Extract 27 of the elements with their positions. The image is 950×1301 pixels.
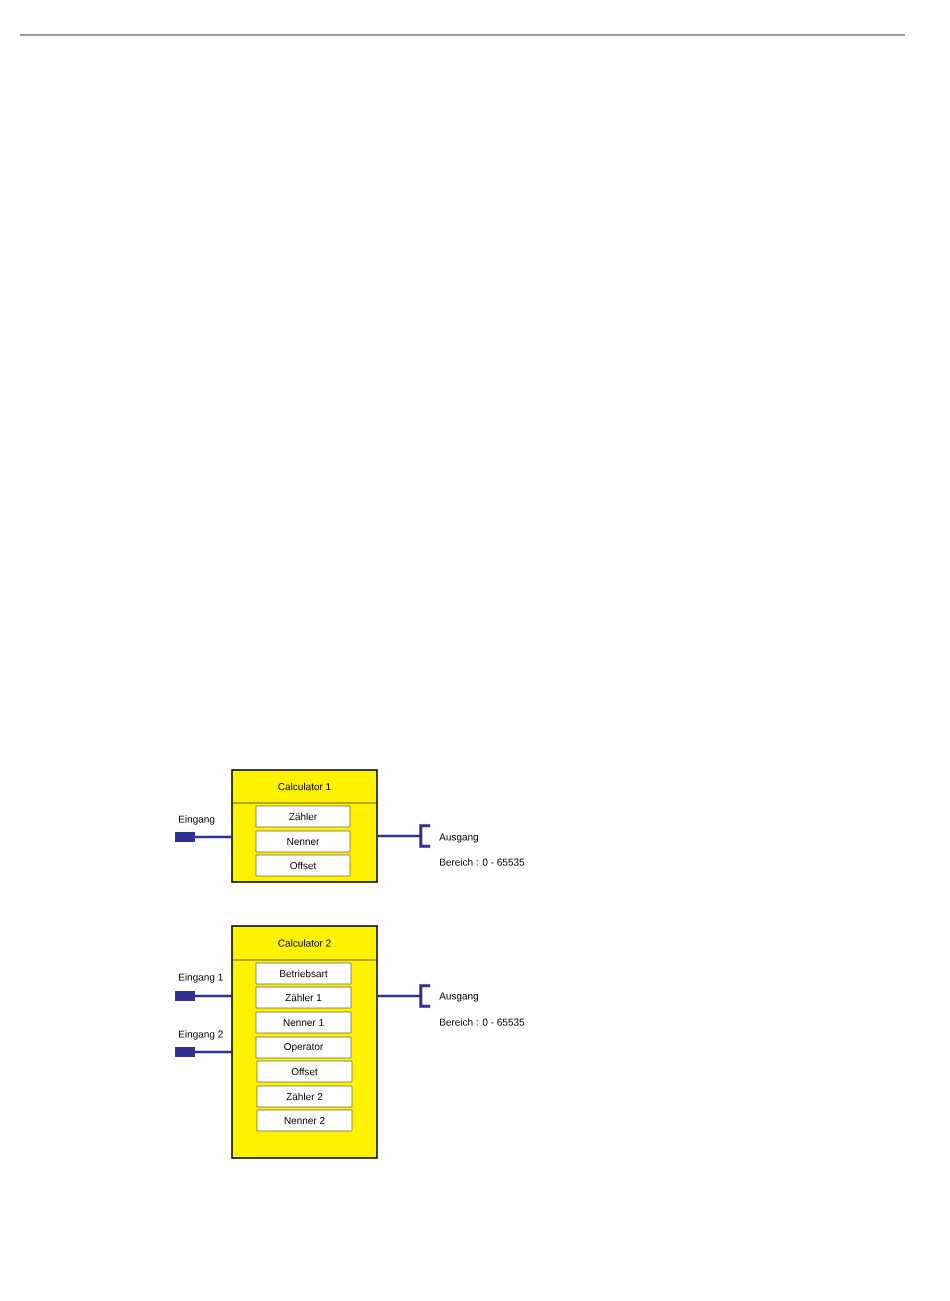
parameter-box: Operator: [255, 1036, 352, 1059]
wire: [195, 1050, 232, 1054]
output-terminal: [419, 824, 431, 848]
input-terminal: [175, 1047, 195, 1057]
parameter-box: Zähler: [255, 805, 351, 828]
terminal-label: Eingang 1: [179, 973, 223, 983]
range-note: Bereich : 0 - 65535: [440, 858, 525, 866]
parameter-box: Offset: [256, 1060, 353, 1083]
range-note: Bereich : 0 - 65535: [440, 1018, 525, 1026]
wire: [195, 835, 232, 839]
input-terminal: [175, 991, 195, 1001]
terminal-label: Eingang: [179, 815, 215, 825]
parameter-box: Offset: [255, 854, 351, 877]
output-terminal: [419, 984, 431, 1008]
wire: [377, 994, 421, 998]
parameter-box: Zähler 1: [255, 986, 352, 1009]
input-terminal: [175, 832, 195, 842]
terminal-label: Ausgang: [439, 833, 479, 843]
wire: [377, 834, 421, 838]
parameter-box: Nenner 1: [255, 1011, 352, 1034]
terminal-label: Eingang 2: [179, 1030, 223, 1040]
parameter-box: Betriebsart: [255, 962, 352, 985]
terminal-label: Ausgang: [439, 992, 479, 1002]
parameter-box: Nenner 2: [256, 1109, 353, 1132]
parameter-box: Nenner: [255, 830, 351, 853]
parameter-box: Zähler 2: [256, 1085, 353, 1108]
wire: [195, 994, 232, 998]
